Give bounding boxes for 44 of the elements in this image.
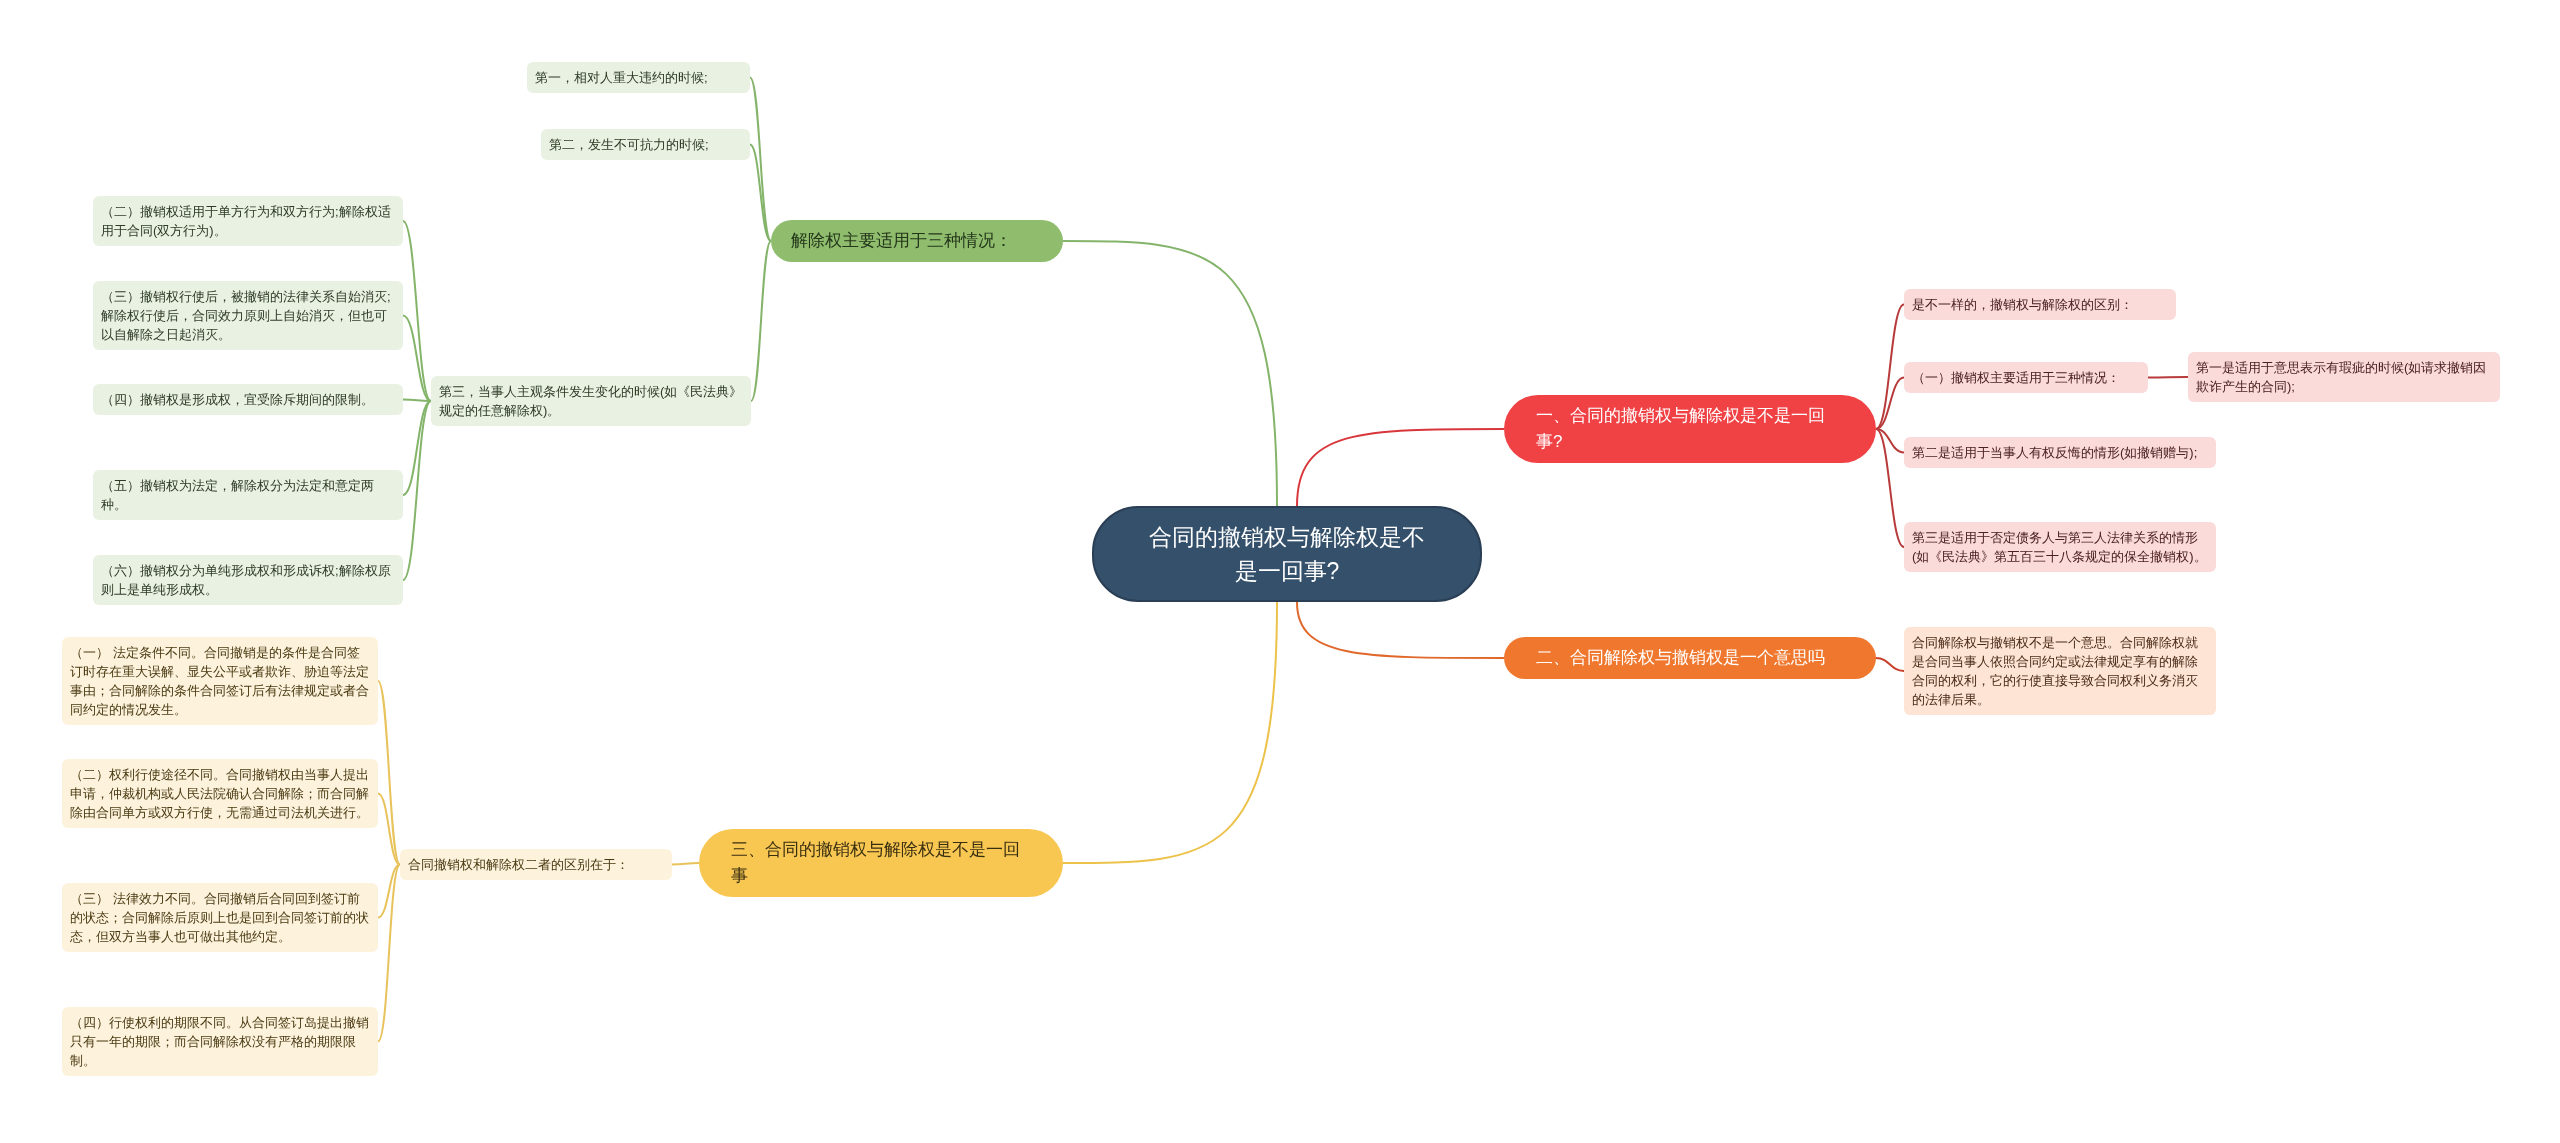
subtopic-card: 第三，当事人主观条件发生变化的时候(如《民法典》规定的任意解除权)。: [431, 376, 751, 426]
connector-line: [377, 863, 401, 919]
subtopic-card: 第三是适用于否定债务人与第三人法律关系的情形(如《民法典》第五百三十八条规定的保全撤销权)。: [1904, 522, 2216, 572]
subtopic-card: （三） 法律效力不同。合同撤销后合同回到签订前的状态；合同解除后原则上也是回到合同签订前的状态，但双方当事人也可做出其他约定。: [62, 883, 378, 952]
subtopic-card: 第一是适用于意思表示有瑕疵的时候(如请求撤销因欺诈产生的合同);: [2188, 352, 2500, 402]
subtopic-card: 是不一样的，撤销权与解除权的区别：: [1904, 289, 2176, 320]
connector-line: [1296, 428, 1505, 507]
subtopic-card: （二）权利行使途径不同。合同撤销权由当事人提出申请，仲裁机构或人民法院确认合同解除；而合同解除由合同单方或双方行使，无需通过司法机关进行。: [62, 759, 378, 828]
connector-line: [749, 143, 772, 242]
subtopic-card: （五）撤销权为法定，解除权分为法定和意定两种。: [93, 470, 403, 520]
subtopic-card: （二）撤销权适用于单方行为和双方行为;解除权适用于合同(双方行为)。: [93, 196, 403, 246]
connector-line: [1875, 657, 1905, 672]
connector-line: [402, 400, 432, 581]
connector-line: [1875, 428, 1905, 454]
central-topic: 合同的撤销权与解除权是不是一回事?: [1092, 506, 1482, 602]
subtopic-card: （四）撤销权是形成权，宜受除斥期间的限制。: [93, 384, 403, 415]
connector-line: [377, 792, 401, 866]
connector-line: [377, 680, 401, 866]
subtopic-card: 第一，相对人重大违约的时候;: [527, 62, 750, 93]
connector-line: [1062, 601, 1278, 864]
subtopic-card: （四）行使权利的期限不同。从合同签订岛提出撤销只有一年的期限；而合同解除权没有严格的期限限制。: [62, 1007, 378, 1076]
branch-topic: 一、合同的撤销权与解除权是不是一回事?: [1504, 395, 1876, 463]
connector-line: [1875, 303, 1905, 430]
connector-line: [2147, 376, 2189, 379]
connector-line: [1875, 428, 1905, 548]
connector-line: [402, 400, 432, 496]
connector-line: [1062, 240, 1278, 507]
subtopic-card: 第二，发生不可抗力的时候;: [541, 129, 750, 160]
subtopic-card: （一）撤销权主要适用于三种情况：: [1904, 362, 2148, 393]
branch-topic: 解除权主要适用于三种情况：: [771, 220, 1063, 262]
subtopic-card: 第二是适用于当事人有权反悔的情形(如撤销赠与);: [1904, 437, 2216, 468]
connector-line: [750, 240, 772, 402]
subtopic-card: （六）撤销权分为单纯形成权和形成诉权;解除权原则上是单纯形成权。: [93, 555, 403, 605]
subtopic-card: （三）撤销权行使后，被撤销的法律关系自始消灭;解除权行使后，合同效力原则上自始消灭，但也可以自解除之日起消灭。: [93, 281, 403, 350]
branch-topic: 三、合同的撤销权与解除权是不是一回事: [699, 829, 1063, 897]
connector-line: [1296, 601, 1505, 659]
connector-line: [749, 76, 772, 242]
subtopic-card: 合同撤销权和解除权二者的区别在于：: [400, 849, 672, 880]
branch-topic: 二、合同解除权与撤销权是一个意思吗: [1504, 637, 1876, 679]
connector-line: [671, 862, 700, 866]
connector-line: [1875, 376, 1905, 430]
subtopic-card: （一） 法定条件不同。合同撤销是的条件是合同签订时存在重大误解、显失公平或者欺诈、胁迫等法定事由；合同解除的条件合同签订后有法律规定或者合同约定的情况发生。: [62, 637, 378, 725]
subtopic-card: 合同解除权与撤销权不是一个意思。合同解除权就是合同当事人依照合同约定或法律规定享有的解除合同的权利，它的行使直接导致合同权利义务消灭的法律后果。: [1904, 627, 2216, 715]
connector-line: [377, 863, 401, 1043]
